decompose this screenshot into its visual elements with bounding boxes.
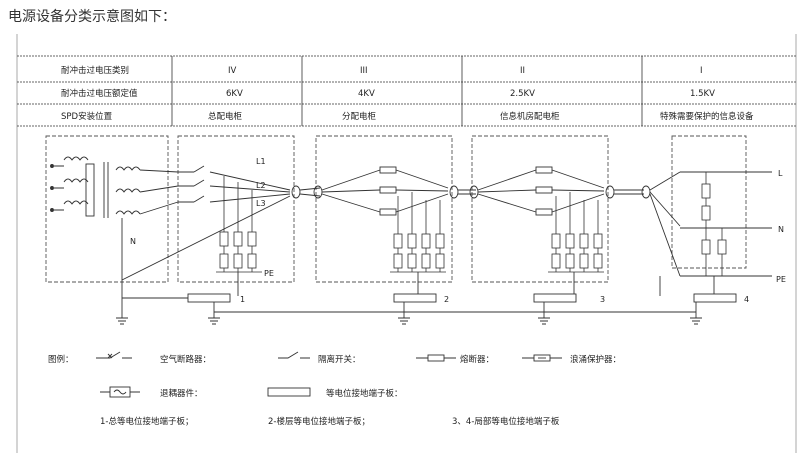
location-main-panel: 总配电柜: [208, 111, 243, 122]
transformer-enclosure: [45, 135, 169, 283]
row-header-rating: 耐冲击过电压额定值: [61, 88, 138, 99]
row-header-location: SPD安装位置: [61, 111, 113, 122]
it-room-panel-enclosure: [471, 135, 609, 283]
isolator-icon: [278, 351, 310, 359]
transformer: [50, 156, 179, 318]
location-sensitive-equipment: 特殊需要保护的信息设备: [660, 111, 754, 122]
main-conductors: [121, 165, 772, 281]
category-ii: II: [520, 66, 525, 76]
category-iii: III: [360, 66, 368, 76]
grounding-bus: [116, 272, 715, 325]
legend-terminal: 等电位接地端子板：: [326, 388, 403, 399]
legend-note-1: 1-总等电位接地端子板；: [100, 416, 193, 427]
terminal-number-2: 2: [444, 295, 449, 304]
n-label-transformer: N: [130, 237, 136, 246]
category-table: [17, 55, 796, 127]
label-l-right: L: [778, 169, 783, 178]
legend-decoupler: 退耦器件：: [160, 388, 203, 399]
label-l2: L2: [256, 181, 266, 190]
legend-fuse: 熔断器：: [460, 354, 494, 365]
spd-verticals: [216, 172, 727, 276]
legend-prefix: 图例：: [48, 354, 74, 365]
row-header-category: 耐冲击过电压类别: [61, 65, 129, 76]
surge-protector-icon: [522, 354, 562, 362]
main-panel-enclosure: [177, 135, 295, 283]
label-pe-right: PE: [776, 275, 786, 284]
rating-6kv: 6KV: [226, 89, 243, 99]
page-title: 电源设备分类示意图如下：: [8, 9, 176, 25]
air-breaker-icon: [96, 351, 132, 359]
equipment-enclosure: [671, 135, 747, 269]
legend-surge: 浪涌保护器：: [570, 354, 621, 365]
terminal-number-3: 3: [600, 295, 605, 304]
label-l1: L1: [256, 157, 266, 166]
conductor-labels: L1 L2 L3 PE L N PE: [256, 157, 786, 284]
legend: 图例： 空气断路器： 隔离开关： 熔断器： 浪涌保护器：: [48, 351, 621, 427]
terminal-number-1: 1: [240, 295, 245, 304]
location-it-room-panel: 信息机房配电柜: [500, 111, 560, 122]
rating-2-5kv: 2.5KV: [510, 89, 535, 99]
legend-note-3: 3、4-局部等电位接地端子板: [452, 416, 560, 427]
legend-note-2: 2-楼层等电位接地端子板；: [268, 416, 370, 427]
terminal-board-icon: [267, 387, 311, 397]
fuse-icon: [416, 354, 456, 362]
enclosures: [45, 135, 747, 283]
table-text: 耐冲击过电压类别 耐冲击过电压额定值 SPD安装位置 IV III II I 6…: [61, 65, 754, 122]
rating-1-5kv: 1.5KV: [690, 89, 715, 99]
location-sub-panel: 分配电柜: [342, 111, 377, 122]
label-n-right: N: [778, 225, 784, 234]
terminal-number-4: 4: [744, 295, 749, 304]
terminal-numbers: 1 2 3 4: [240, 295, 749, 304]
label-l3: L3: [256, 199, 266, 208]
legend-air-breaker: 空气断路器：: [160, 354, 211, 365]
category-i: I: [700, 66, 703, 76]
decoupler-icon: [100, 386, 140, 398]
terminal-boards: [187, 293, 737, 303]
category-iv: IV: [228, 66, 237, 76]
label-pe-main: PE: [264, 269, 274, 278]
sub-panel-enclosure: [315, 135, 453, 283]
rating-4kv: 4KV: [358, 89, 375, 99]
legend-isolator: 隔离开关：: [318, 354, 361, 365]
fuses-sub-panel: [379, 166, 553, 216]
